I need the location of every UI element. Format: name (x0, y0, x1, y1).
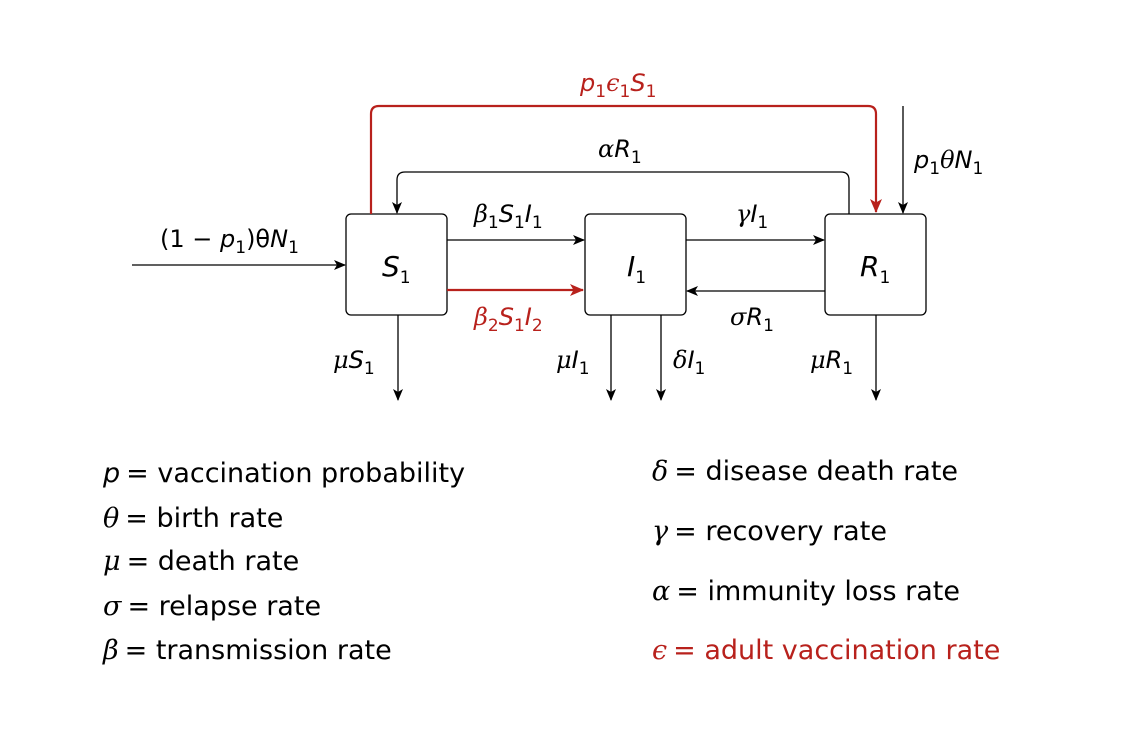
legend-item-p: p= vaccination probability (102, 458, 465, 489)
transmission-2-label: β2S1I2 (473, 303, 543, 336)
legend-item-epsilon: ϵ= adult vaccination rate (652, 635, 1000, 666)
node-s1-box (345, 213, 448, 316)
node-i1-box (584, 213, 687, 316)
relapse-label: σR1 (730, 303, 774, 336)
immunity-loss-arrow (392, 171, 850, 214)
legend-item-beta: β= transmission rate (102, 635, 392, 666)
inflow-r1-label: p1θN1 (913, 146, 983, 179)
transmission-1-label: β1S1I1 (473, 200, 543, 233)
vaccination-arrow (369, 104, 882, 214)
legend-item-alpha: α= immunity loss rate (652, 576, 960, 607)
legend-item-mu: μ= death rate (103, 546, 299, 577)
death-r1-label: μR1 (810, 346, 853, 379)
death-s1-label: μS1 (333, 346, 375, 379)
node-s1-label: S1 (382, 250, 411, 288)
legend-item-gamma: γ= recovery rate (652, 516, 887, 547)
legend-item-theta: θ= birth rate (103, 503, 283, 534)
recovery-label: γI1 (736, 200, 768, 233)
legend-item-delta: δ= disease death rate (652, 456, 958, 487)
immunity-loss-label: αR1 (598, 135, 642, 168)
node-i1-label: I1 (627, 250, 646, 288)
legend-right: δ= disease death rate γ= recovery rate α… (652, 456, 1000, 666)
disease-death-label: δI1 (673, 346, 705, 379)
inflow-s1-label: (1 − p1)θN1 (160, 225, 299, 258)
vaccination-label: p1ϵ1S1 (579, 69, 656, 102)
death-i1-label: μI1 (556, 346, 590, 379)
node-r1-label: R1 (860, 250, 890, 288)
legend-item-sigma: σ= relapse rate (103, 591, 321, 622)
legend-left: p= vaccination probability θ= birth rate… (102, 458, 465, 666)
